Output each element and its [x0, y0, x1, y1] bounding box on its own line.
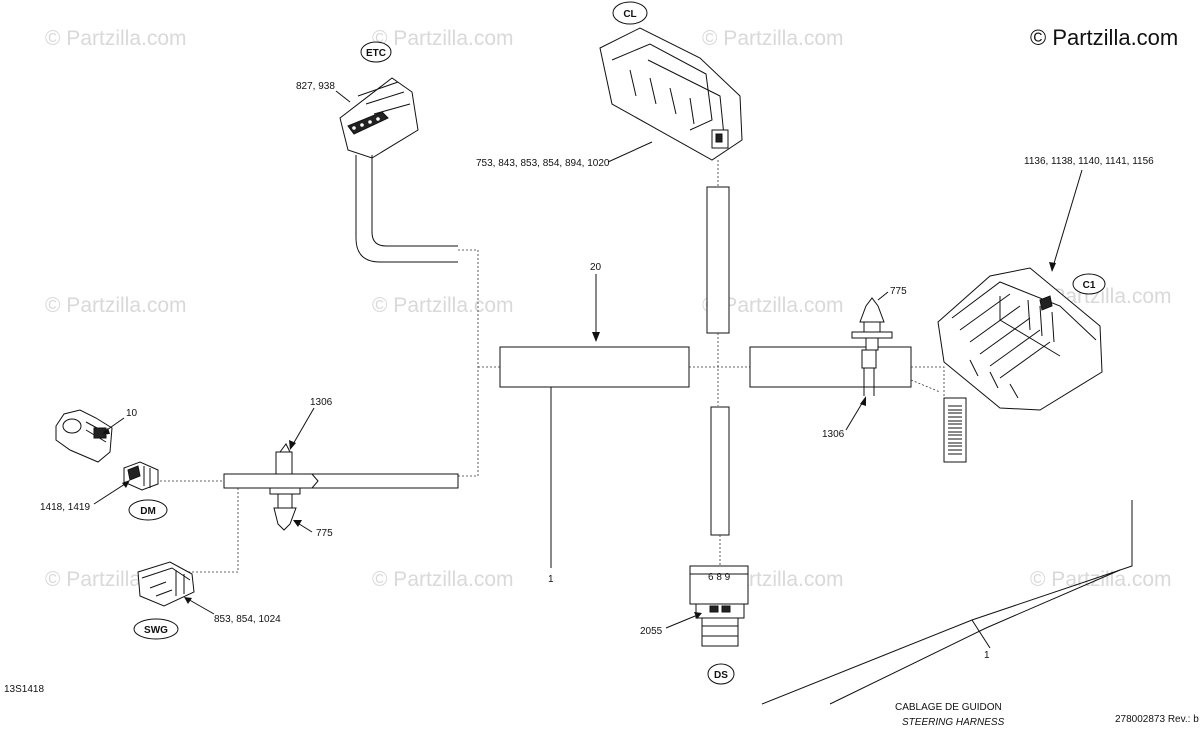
right-sheath-outer [829, 569, 1121, 705]
item-10-label: 10 [126, 408, 138, 419]
item-20-arrow [592, 332, 600, 342]
upper-sleeve [706, 186, 730, 334]
watermark-1: © Partzilla.com [45, 27, 187, 50]
etc-wire-outer [355, 155, 458, 263]
etc-connector [339, 77, 419, 159]
cl-refs-label: 753, 843, 853, 854, 894, 1020 [476, 158, 610, 169]
dm-leader [93, 481, 129, 505]
cl-tag-circle [612, 1, 648, 25]
lower-sleeve [710, 406, 730, 536]
dm-refs-label: 1418, 1419 [40, 502, 90, 513]
revision-label: 278002873 Rev.: b [1115, 714, 1199, 725]
c1-leader-arrow [1049, 262, 1056, 272]
swg-tag: SWG [144, 625, 168, 636]
cl-leader [607, 141, 653, 163]
etc-refs-label: 827, 938 [296, 81, 335, 92]
item-20-label: 20 [590, 262, 602, 273]
item-775-left-label: 775 [316, 528, 333, 539]
item-1-right-leader [971, 619, 991, 649]
ds-pins-label: 6 8 9 [708, 572, 731, 583]
main-tape-left [499, 346, 690, 388]
item-1306-left-arrow [289, 440, 296, 450]
item-1306-left-label: 1306 [310, 397, 333, 408]
dm-tag-circle [128, 499, 168, 521]
c1-leader [1051, 169, 1083, 271]
dm-plug [123, 461, 159, 491]
ds-connector [689, 565, 749, 647]
dm-leader-arrow [122, 480, 130, 488]
swg-leader [185, 597, 215, 615]
item-775-right-leader [877, 291, 889, 301]
item-775-left-arrow [293, 520, 302, 527]
watermark-2: © Partzilla.com [372, 27, 514, 50]
item-1306-left-leader [291, 407, 315, 447]
ds-leader-arrow [694, 612, 702, 619]
item-1306-right-label: 1306 [822, 429, 845, 440]
dm-switch [55, 409, 113, 463]
item-1-right-label: 1 [984, 650, 990, 661]
etc-wire-inner [371, 155, 458, 247]
swg-connector [137, 561, 195, 607]
cl-tag: CL [623, 9, 636, 20]
ds-tag: DS [714, 670, 728, 681]
ds-leader [665, 613, 701, 629]
ds-tag-circle [707, 663, 735, 685]
etc-wire-dashed [458, 249, 479, 477]
item-775-right-label: 775 [890, 286, 907, 297]
c1-tag: C1 [1083, 280, 1096, 291]
item-1306-right-arrow [860, 396, 866, 406]
right-tie-clip [851, 297, 893, 396]
copyright-text: © Partzilla.com [1030, 25, 1178, 50]
c1-wire-dashed [910, 379, 941, 393]
watermark-5: © Partzilla.com [372, 294, 514, 317]
watermark-9: © Partzilla.com [372, 568, 514, 591]
cl-connector [599, 27, 743, 161]
main-tape-right [749, 346, 912, 388]
item-1306-right-leader [845, 399, 865, 431]
drawing-code: 13S1418 [4, 684, 44, 695]
watermark-6: © Partzilla.com [702, 294, 844, 317]
ds-refs-label: 2055 [640, 626, 663, 637]
dm-tag: DM [140, 506, 156, 517]
etc-leader [335, 90, 351, 103]
right-sheath-inner [761, 500, 1133, 705]
title-english: STEERING HARNESS [902, 717, 1005, 728]
item-1-left-label: 1 [548, 574, 554, 585]
left-branch-break [311, 473, 319, 489]
left-tie-clip [269, 443, 301, 531]
left-branch-tape [223, 473, 459, 489]
item-10-arrow [102, 428, 110, 434]
watermark-4: © Partzilla.com [45, 294, 187, 317]
swg-tag-circle [133, 618, 179, 640]
c1-refs-label: 1136, 1138, 1140, 1141, 1156 [1024, 156, 1154, 167]
c1-connector [937, 267, 1103, 411]
swg-wire-dashed [182, 488, 239, 573]
swg-leader-arrow [184, 597, 192, 604]
barcode-label [943, 397, 967, 463]
title-french: CABLAGE DE GUIDON [895, 702, 1002, 713]
swg-refs-label: 853, 854, 1024 [214, 614, 281, 625]
right-horizontal-dashed [911, 366, 945, 398]
etc-tag: ETC [366, 48, 386, 59]
watermark-11: © Partzilla.com [1030, 568, 1172, 591]
c1-tag-circle [1072, 273, 1106, 295]
watermark-3: © Partzilla.com [702, 27, 844, 50]
etc-tag-circle [360, 41, 392, 63]
